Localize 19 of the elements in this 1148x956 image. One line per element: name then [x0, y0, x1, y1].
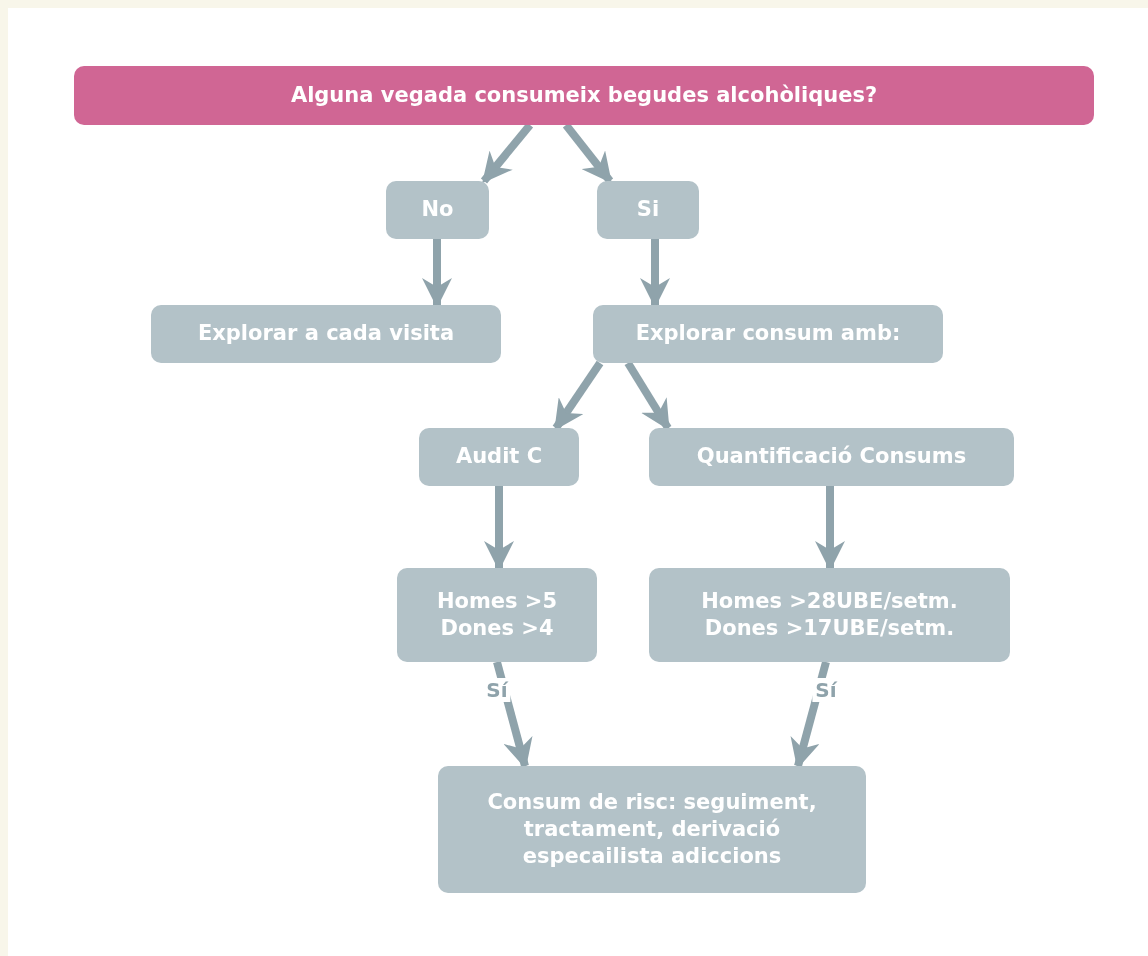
process-box: Quantificació Consums: [649, 428, 1014, 486]
process-box: Explorar consum amb:: [593, 305, 943, 363]
process-box: Consum de risc: seguiment, tractament, derivació especailista adiccions: [438, 766, 866, 893]
process-box: Audit C: [419, 428, 579, 486]
arrow: [552, 360, 604, 431]
process-box: No: [386, 181, 489, 239]
arrow: [624, 360, 672, 431]
arrow: [480, 122, 534, 184]
arrow: [422, 239, 452, 308]
arrow: [562, 122, 614, 184]
question-box: Alguna vegada consumeix begudes alcohòliques?: [74, 66, 1094, 125]
arrow: [484, 486, 514, 571]
process-box: Homes >5 Dones >4: [397, 568, 597, 662]
arrow: [640, 239, 670, 308]
process-box: Explorar a cada visita: [151, 305, 501, 363]
arrow: [815, 486, 845, 571]
edge-label: Sí: [812, 678, 840, 702]
process-box: Homes >28UBE/setm. Dones >17UBE/setm.: [649, 568, 1010, 662]
process-box: Si: [597, 181, 699, 239]
